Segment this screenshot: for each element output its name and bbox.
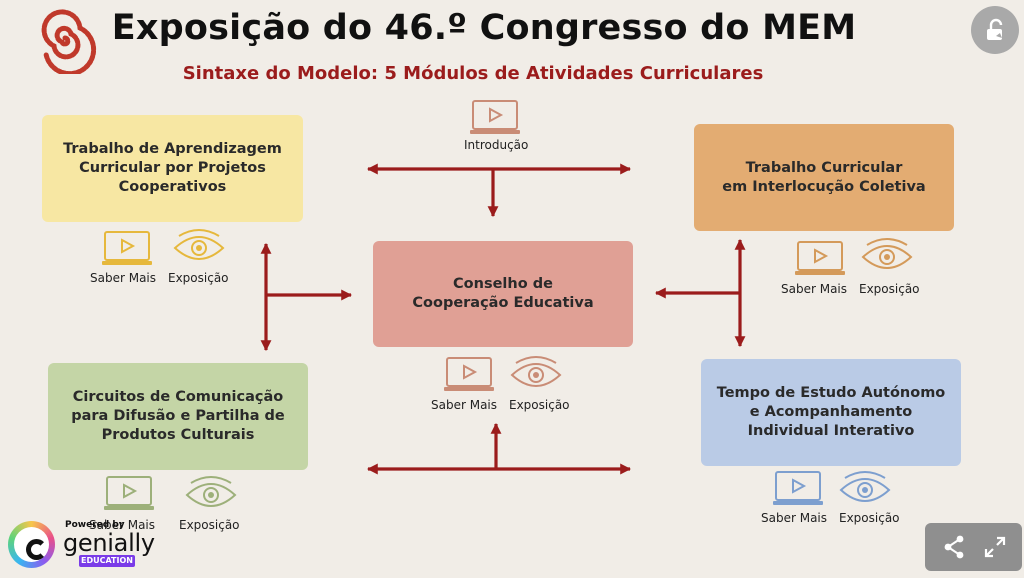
exposicao-button[interactable]: Exposição [859, 282, 920, 296]
module-title: Circuitos de Comunicação para Difusão e … [71, 389, 285, 443]
saber-mais-button[interactable]: Saber Mais [90, 271, 157, 285]
intro-label[interactable]: Introdução [464, 138, 529, 152]
exposicao-button[interactable]: Exposição [839, 511, 900, 525]
powered-by-label: Powered by [65, 520, 125, 530]
eye-icon[interactable] [859, 237, 915, 277]
video-laptop-icon[interactable] [101, 230, 153, 268]
eye-icon[interactable] [837, 470, 893, 510]
exposicao-button[interactable]: Exposição [509, 398, 570, 412]
module-card-conselho-cooperacao: Conselho de Cooperação Educativa [373, 241, 633, 347]
genially-logo-icon [8, 521, 55, 568]
module-title: Conselho de Cooperação Educativa [412, 276, 594, 311]
exposicao-button[interactable]: Exposição [179, 518, 240, 532]
module-title: Tempo de Estudo Autónomo e Acompanhament… [716, 385, 946, 439]
eye-icon[interactable] [171, 228, 227, 268]
mem-spiral-logo [41, 9, 97, 74]
video-laptop-icon[interactable] [103, 475, 155, 513]
education-badge: EDUCATION [79, 555, 135, 567]
unlock-icon [987, 18, 1003, 40]
saber-mais-button[interactable]: Saber Mais [431, 398, 498, 412]
share-icon[interactable] [942, 534, 966, 560]
intro-video-icon[interactable] [469, 99, 521, 137]
saber-mais-button[interactable]: Saber Mais [761, 511, 828, 525]
module-card-tempo-estudo: Tempo de Estudo Autónomo e Acompanhament… [701, 359, 961, 466]
exposicao-button[interactable]: Exposição [168, 271, 229, 285]
eye-icon[interactable] [183, 475, 239, 515]
module-card-projetos-cooperativos: Trabalho de Aprendizagem Curricular por … [42, 115, 303, 222]
module-card-circuitos-comunicacao: Circuitos de Comunicação para Difusão e … [48, 363, 308, 470]
module-title: Trabalho de Aprendizagem Curricular por … [63, 141, 282, 195]
viewer-toolbar [925, 523, 1022, 571]
saber-mais-button[interactable]: Saber Mais [781, 282, 848, 296]
video-laptop-icon[interactable] [443, 356, 495, 394]
page-subtitle: Sintaxe do Modelo: 5 Módulos de Atividad… [182, 63, 764, 84]
fullscreen-icon[interactable] [983, 534, 1007, 560]
video-laptop-icon[interactable] [794, 240, 846, 278]
module-card-interlocucao-coletiva: Trabalho Curricular em Interlocução Cole… [694, 124, 954, 231]
saber-mais-button[interactable]: Saber Mais [89, 518, 156, 532]
eye-icon[interactable] [508, 355, 564, 395]
page-title: Exposição do 46.º Congresso do MEM [111, 8, 857, 48]
genially-brand[interactable]: Powered by genially EDUCATION [5, 517, 165, 573]
module-title: Trabalho Curricular em Interlocução Cole… [722, 159, 926, 195]
video-laptop-icon[interactable] [772, 470, 824, 508]
genially-wordmark: genially [63, 529, 155, 557]
unlock-button[interactable] [971, 6, 1019, 54]
